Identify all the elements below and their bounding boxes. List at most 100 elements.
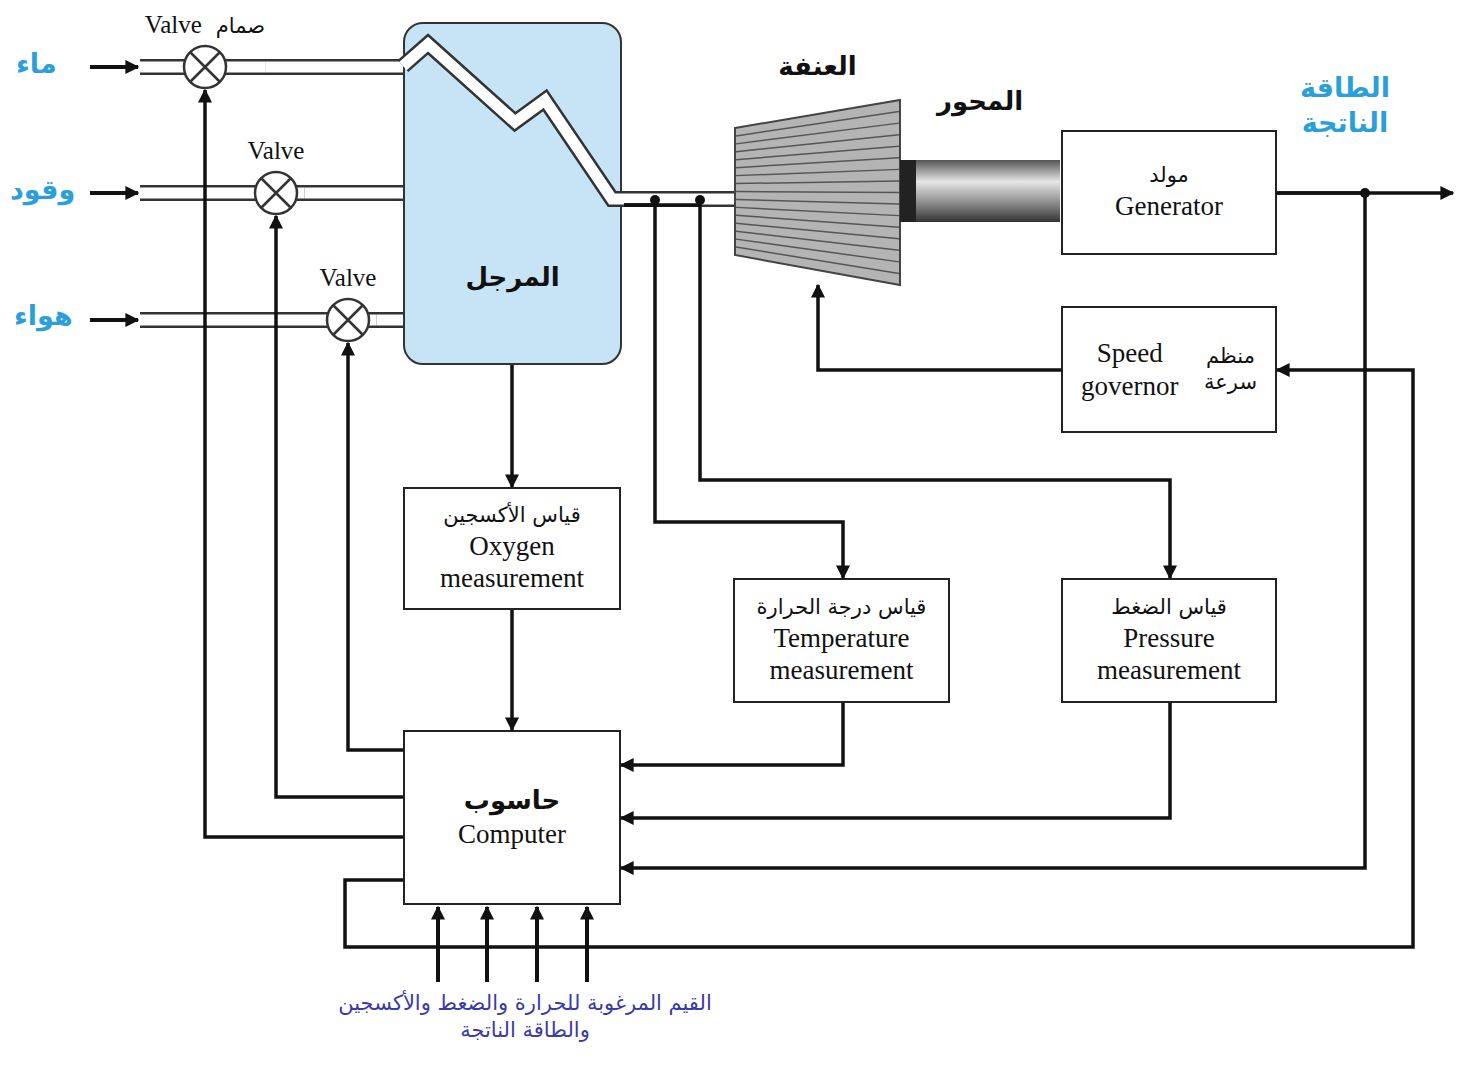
valve-icon bbox=[253, 170, 299, 216]
junction-dot bbox=[1360, 188, 1370, 198]
valve-circle bbox=[327, 299, 369, 341]
english-label: Valve bbox=[320, 263, 377, 293]
pipe bbox=[622, 199, 735, 200]
english-label: Speed governor bbox=[1081, 337, 1178, 402]
turbine-blade bbox=[736, 146, 899, 160]
pipe-wall bbox=[304, 185, 403, 201]
turbine-blade bbox=[736, 192, 899, 193]
signal-path bbox=[345, 370, 1413, 947]
input-arrow bbox=[90, 318, 138, 322]
input-label: وقود bbox=[10, 172, 75, 207]
arabic-label: قياس الضغط bbox=[1111, 595, 1227, 620]
signal-path bbox=[621, 703, 1170, 818]
arabic-label: المرجل bbox=[465, 262, 559, 293]
signal-line bbox=[512, 610, 513, 730]
setpoint-arrow bbox=[585, 907, 589, 982]
valve-icon bbox=[182, 44, 228, 90]
pipe bbox=[304, 193, 403, 194]
pipe bbox=[265, 67, 403, 68]
generator-box: مولدGenerator bbox=[1061, 130, 1277, 255]
signal-path bbox=[205, 90, 403, 837]
turbine-blade bbox=[736, 112, 899, 136]
governor-box: Speed governor منظم سرعة bbox=[1061, 306, 1277, 433]
arabic-label: قياس الأكسجين bbox=[443, 503, 581, 528]
arabic-label: المحور bbox=[937, 86, 1023, 117]
valve-circle bbox=[255, 172, 297, 214]
valve-icon bbox=[325, 297, 371, 343]
junction-dot bbox=[650, 195, 660, 205]
sensor-box: قياس الضغطPressure measurement bbox=[1061, 578, 1277, 703]
input-label: ماء bbox=[16, 46, 57, 81]
shaft-collar bbox=[900, 160, 916, 222]
turbine-blade bbox=[736, 169, 899, 175]
input-label: هواء bbox=[14, 298, 73, 333]
turbine-casing bbox=[735, 100, 900, 285]
signal-path bbox=[348, 343, 403, 750]
signal-line bbox=[621, 703, 1170, 818]
arabic-label: العنفة bbox=[778, 51, 856, 82]
turbine: العنفة bbox=[735, 45, 900, 285]
turbine-blade bbox=[736, 223, 899, 239]
pipe-bore bbox=[376, 315, 403, 326]
signal-line bbox=[621, 193, 1365, 868]
signal-line bbox=[621, 703, 843, 765]
arabic-label: منظم سرعة bbox=[1204, 344, 1257, 394]
arabic-label: مولد bbox=[1149, 163, 1189, 188]
setpoint-note: القيم المرغوبة للحرارة والضغط والأكسجين … bbox=[330, 990, 720, 1045]
turbine-blade bbox=[736, 181, 899, 184]
input-pipes bbox=[140, 67, 405, 320]
english-label: Temperature measurement bbox=[741, 622, 942, 687]
valve-symbol: Valve bbox=[320, 263, 377, 343]
pipe-bore bbox=[622, 194, 735, 205]
signal-path bbox=[510, 365, 514, 487]
valve-cross bbox=[333, 305, 363, 335]
english-label: Generator bbox=[1115, 190, 1223, 222]
shaft-cylinder bbox=[900, 160, 1060, 222]
setpoint-arrow bbox=[535, 907, 539, 982]
signal-line bbox=[276, 216, 403, 797]
sensor-box: قياس الأكسجينOxygen measurement bbox=[403, 487, 621, 610]
arabic-label: حاسوب bbox=[464, 785, 561, 816]
valve-cross bbox=[190, 52, 220, 82]
signal-path bbox=[621, 703, 843, 765]
pipe-bore bbox=[140, 67, 405, 320]
tube-bore bbox=[403, 44, 624, 199]
english-label: Computer bbox=[458, 818, 566, 850]
arabic-label: قياس درجة الحرارة bbox=[757, 595, 927, 620]
junction-dot bbox=[695, 195, 705, 205]
signal-path bbox=[510, 610, 514, 730]
valve-symbol: Valve صمام bbox=[145, 10, 265, 90]
english-label: Pressure measurement bbox=[1069, 622, 1269, 687]
english-label: Oxygen measurement bbox=[411, 530, 613, 595]
setpoint-arrow bbox=[485, 907, 489, 982]
input-arrows bbox=[90, 67, 138, 320]
signal-path bbox=[621, 193, 1365, 868]
turbine-blade bbox=[736, 207, 899, 215]
english-label: Valve bbox=[248, 136, 305, 166]
turbine-blade bbox=[736, 199, 899, 204]
signal-line bbox=[512, 365, 513, 487]
output-label: الطاقة الناتجة bbox=[1300, 70, 1390, 140]
turbine-blade bbox=[736, 231, 899, 250]
valve-caption: Valve bbox=[320, 263, 377, 293]
sensor-box: قياس درجة الحرارةTemperature measurement bbox=[733, 578, 950, 703]
signal-line bbox=[348, 343, 403, 750]
arabic-label: صمام bbox=[216, 14, 265, 39]
signal-path bbox=[818, 285, 1061, 370]
input-arrow bbox=[90, 65, 138, 69]
english-label: Valve bbox=[145, 10, 202, 40]
pipe-wall bbox=[376, 312, 403, 328]
computer-box: حاسوبComputer bbox=[403, 730, 621, 905]
pipe-wall bbox=[265, 59, 403, 75]
signal-line bbox=[345, 370, 1413, 947]
turbine-blade bbox=[736, 247, 899, 273]
shaft: المحور bbox=[900, 80, 1060, 222]
boiler-tubes bbox=[403, 22, 622, 365]
signal-line bbox=[205, 90, 403, 837]
input-arrow bbox=[90, 191, 138, 195]
valve-symbol: Valve bbox=[248, 136, 305, 216]
tube-wall bbox=[403, 44, 624, 199]
signal-path bbox=[276, 216, 403, 797]
turbine-blade bbox=[736, 135, 899, 152]
pipe-bore bbox=[304, 188, 403, 199]
